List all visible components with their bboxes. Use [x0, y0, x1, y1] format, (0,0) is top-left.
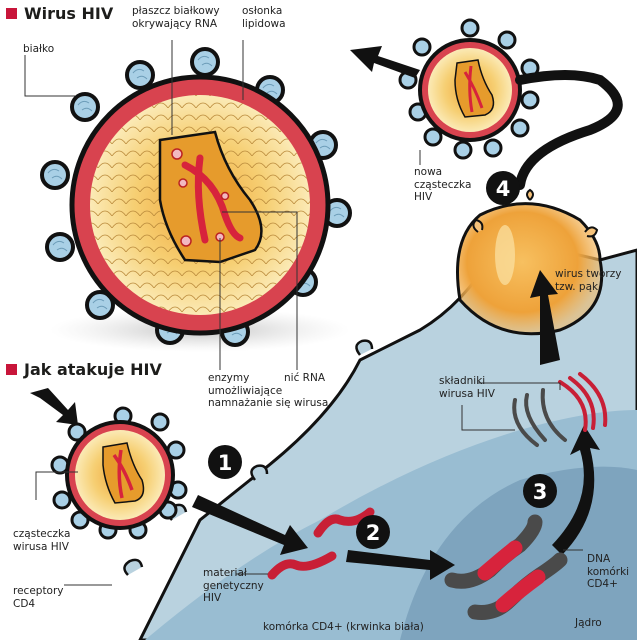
step-4-badge	[486, 171, 520, 205]
label-envelope: osłonka lipidowa	[242, 5, 286, 30]
label-protein: białko	[23, 43, 55, 55]
step-3-number: 3	[533, 480, 548, 504]
hiv-virus-small	[50, 406, 188, 540]
label-nucleus: Jądro	[575, 617, 602, 629]
step-badges: 1 2 3 4	[208, 171, 557, 549]
hiv-virus-new	[398, 18, 540, 160]
arrow-step3	[552, 425, 600, 555]
label-new-particle: nowa cząsteczka HIV	[414, 166, 472, 203]
title-marker	[6, 8, 17, 19]
hiv-genetic-material	[267, 507, 375, 580]
label-particle: cząsteczka wirusa HIV	[13, 528, 71, 553]
label-cell: komórka CD4+ (krwinka biała)	[263, 621, 424, 633]
step-2-badge	[356, 515, 390, 549]
title-virus: Wirus HIV	[6, 4, 113, 23]
step-2-number: 2	[366, 521, 381, 545]
title-attack-text: Jak atakuje HIV	[24, 360, 162, 379]
virus-components	[512, 372, 608, 447]
arrows	[30, 46, 600, 580]
arrow-components-to-bud	[530, 270, 560, 365]
virus-bud	[456, 188, 604, 336]
step-4-number: 4	[496, 177, 511, 201]
label-capsid: płaszcz białkowy okrywający RNA	[132, 5, 220, 30]
label-dna: DNA komórki CD4+	[587, 553, 630, 590]
step-1-badge	[208, 445, 242, 479]
enzymes	[171, 148, 230, 247]
arrow-step1	[192, 495, 308, 555]
hiv-virus-large	[40, 47, 352, 347]
arrow-release	[350, 46, 420, 78]
label-bud: wirus tworzy tzw. pąk	[555, 268, 622, 293]
leader-lines	[24, 40, 583, 586]
title-marker	[6, 364, 17, 375]
label-genetic-material: materiał genetyczny HIV	[203, 567, 264, 604]
step-1-number: 1	[218, 451, 233, 475]
label-enzymes: enzymy umożliwiające namnażanie się wiru…	[208, 372, 329, 409]
arrow-step2	[346, 550, 455, 580]
arrow-step4-curve	[515, 70, 623, 190]
title-attack: Jak atakuje HIV	[6, 360, 162, 379]
label-components: składniki wirusa HIV	[439, 375, 495, 400]
cell-dna	[444, 514, 568, 620]
step-3-badge	[523, 474, 557, 508]
label-receptors: receptory CD4	[13, 585, 64, 610]
title-virus-text: Wirus HIV	[24, 4, 114, 23]
arrow-entry	[30, 388, 78, 425]
label-rna: nić RNA	[284, 372, 326, 384]
